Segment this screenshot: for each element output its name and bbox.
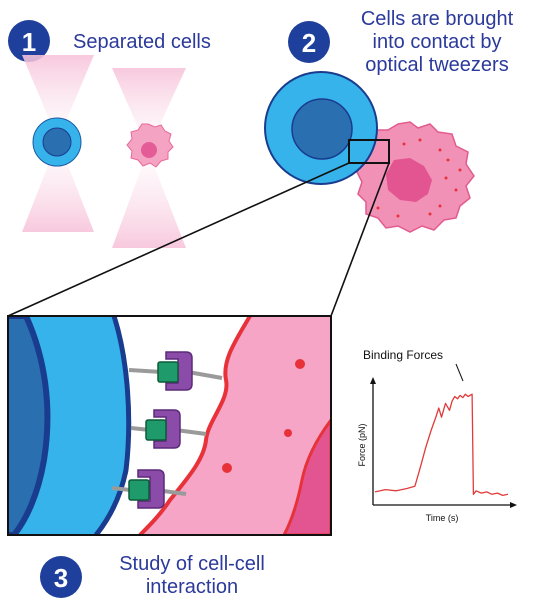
step-3-line-1: Study of cell-cell	[119, 553, 265, 575]
zoom-line-left	[7, 162, 350, 317]
chart-title: Binding Forces	[363, 348, 443, 362]
x-axis-arrow	[510, 502, 517, 508]
step-2-line-1: Cells are brought	[361, 8, 514, 30]
step-3-badge	[40, 556, 82, 598]
receptor-ligand-pair-3	[111, 469, 187, 509]
step-2-badge	[288, 21, 330, 63]
y-axis-label: Force (pN)	[357, 423, 367, 466]
step-2-line-3: optical tweezers	[365, 54, 508, 76]
pink-cell-small	[126, 123, 174, 168]
zoom-line-right	[330, 162, 390, 317]
step-1-number: 1	[22, 27, 36, 57]
zoom-region-box	[348, 139, 390, 164]
receptor-ligand-pair-2	[130, 409, 207, 449]
force-trace-line	[374, 393, 509, 497]
pink-cell-large	[355, 121, 475, 233]
x-axis-label: Time (s)	[426, 513, 459, 523]
y-axis-arrow	[370, 377, 376, 384]
step-1: 1 Separated cells	[8, 20, 211, 62]
step-3-line-2: interaction	[146, 576, 238, 598]
step-3-number: 3	[54, 563, 68, 593]
force-plot: Binding Forces Time (s) Force (pN)	[357, 348, 517, 523]
optical-tweezer-beam-2	[112, 68, 186, 248]
blue-cell-small	[32, 117, 82, 167]
step-3: 3 Study of cell-cell interaction	[40, 553, 265, 598]
blue-cell-large	[264, 71, 378, 185]
title-pointer-line	[455, 363, 464, 382]
step-2: 2 Cells are brought into contact by opti…	[288, 8, 514, 76]
zoomed-interaction-panel	[7, 315, 332, 536]
optical-tweezer-beam-1	[22, 55, 94, 232]
step-1-label: Separated cells	[73, 31, 211, 53]
step-2-line-2: into contact by	[373, 31, 502, 53]
step-2-number: 2	[302, 28, 316, 58]
step-1-badge	[8, 20, 50, 62]
receptor-ligand-pair-1	[128, 351, 223, 391]
